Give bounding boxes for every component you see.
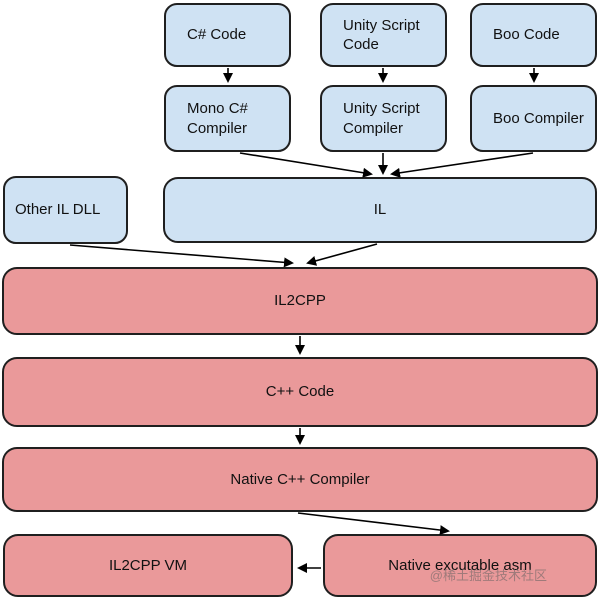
node-label: C++ Code bbox=[265, 383, 335, 401]
node-label: Boo Compiler bbox=[493, 109, 584, 127]
node-native-cpp-compiler: Native C++ Compiler bbox=[2, 447, 598, 512]
node-label: Native excutable asm bbox=[388, 556, 532, 574]
node-cpp-code: C++ Code bbox=[2, 357, 598, 427]
node-il: IL bbox=[163, 177, 597, 243]
node-boo-compiler: Boo Compiler bbox=[470, 85, 597, 152]
node-native-executable-asm: Native excutable asm bbox=[323, 534, 597, 597]
edge-boo-compiler-to-il bbox=[390, 152, 534, 178]
node-label: IL2CPP VM bbox=[108, 556, 188, 574]
edge-native-compiler-to-asm bbox=[297, 512, 450, 536]
edge-il-to-il2cpp bbox=[306, 243, 378, 266]
node-other-il-dll: Other IL DLL bbox=[3, 176, 128, 244]
node-mono-csharp-compiler: Mono C# Compiler bbox=[164, 85, 291, 152]
node-label: Other IL DLL bbox=[15, 201, 101, 219]
edge-other-il-dll-to-il2cpp bbox=[69, 244, 294, 268]
node-unityscript-code: Unity Script Code bbox=[320, 3, 447, 67]
node-label: Native C++ Compiler bbox=[230, 470, 370, 488]
node-label: IL2CPP bbox=[274, 292, 326, 310]
node-label: C# Code bbox=[187, 26, 247, 44]
node-il2cpp: IL2CPP bbox=[2, 267, 598, 335]
node-label: IL bbox=[373, 201, 387, 219]
edge-mono-compiler-to-il bbox=[239, 152, 373, 178]
node-label: Mono C# Compiler bbox=[187, 100, 248, 137]
watermark: @稀土掘金技术社区 bbox=[429, 568, 547, 583]
node-label: Boo Code bbox=[493, 26, 560, 44]
node-unityscript-compiler: Unity Script Compiler bbox=[320, 85, 447, 152]
node-boo-code: Boo Code bbox=[470, 3, 597, 67]
node-il2cpp-vm: IL2CPP VM bbox=[3, 534, 293, 597]
node-csharp-code: C# Code bbox=[164, 3, 291, 67]
node-label: Unity Script Code bbox=[343, 16, 420, 54]
node-label: Unity Script Compiler bbox=[343, 100, 420, 137]
